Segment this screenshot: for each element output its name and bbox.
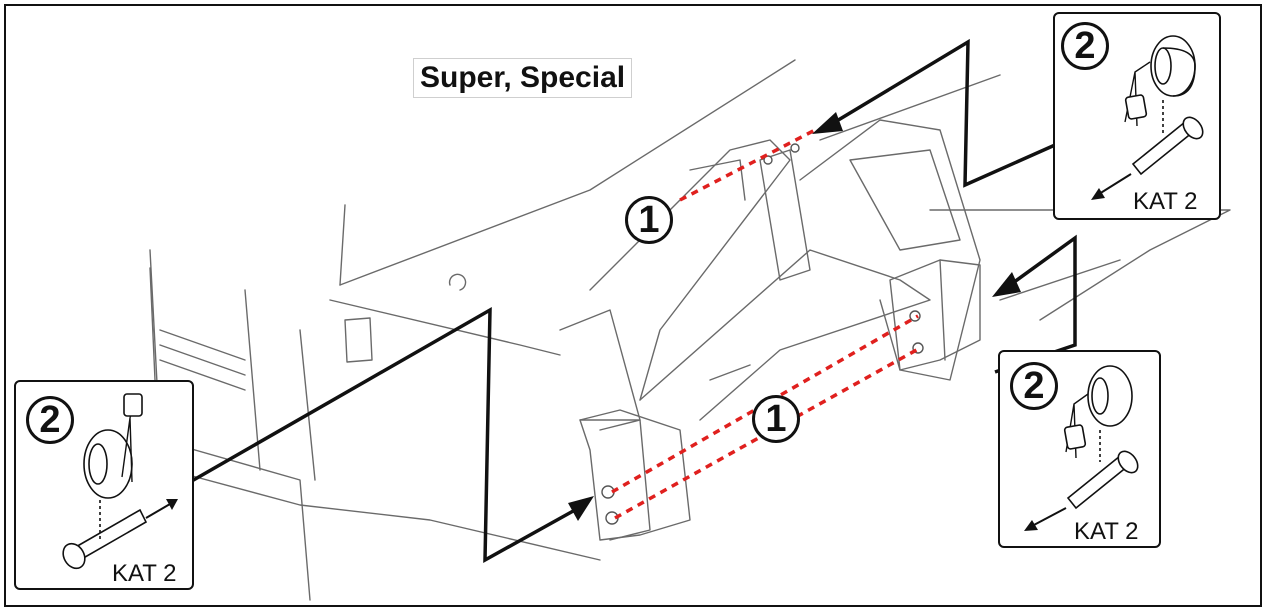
body-top-edge (339, 59, 796, 286)
figure-title: Super, Special (413, 58, 633, 98)
left-plate (579, 409, 691, 541)
callout-2-inset-mid-right: 2 (1010, 362, 1058, 410)
callout-2-inset-bottom-left: 2 (26, 396, 74, 444)
kat-label-mid-right: KAT 2 (1074, 518, 1139, 545)
ladder-rail-right (244, 289, 261, 471)
kat-label-bottom-left: KAT 2 (112, 560, 177, 587)
pin-detail-drawing (62, 393, 178, 570)
body-roof (339, 204, 346, 286)
inset-bottom-left: 2 KAT 2 (14, 380, 194, 590)
pin-detail-drawing (1024, 365, 1139, 531)
figure-frame (4, 4, 1262, 607)
leader-left (189, 306, 576, 564)
callout-1-lower: 1 (752, 395, 800, 443)
pin-detail-drawing (1091, 35, 1204, 200)
left-arm (589, 139, 791, 401)
ladder-rail-left (149, 267, 156, 381)
body-mid (329, 299, 561, 356)
arrowhead-top (812, 112, 843, 134)
hatch (344, 317, 373, 363)
callout-1-upper: 1 (625, 196, 673, 244)
body-side (299, 329, 316, 481)
pin-line-lower-a (611, 314, 919, 494)
kat-label-top-right: KAT 2 (1133, 188, 1198, 215)
arrowhead-mid (992, 272, 1021, 297)
callout-2-inset-top-right: 2 (1061, 22, 1109, 70)
center-beam (639, 249, 931, 421)
arrowhead-left (568, 496, 594, 521)
inset-top-right: 2 KAT 2 (1053, 12, 1221, 220)
leader-top (829, 38, 1056, 188)
body-lower-edge (169, 469, 601, 561)
inset-mid-right: 2 KAT 2 (998, 350, 1161, 548)
